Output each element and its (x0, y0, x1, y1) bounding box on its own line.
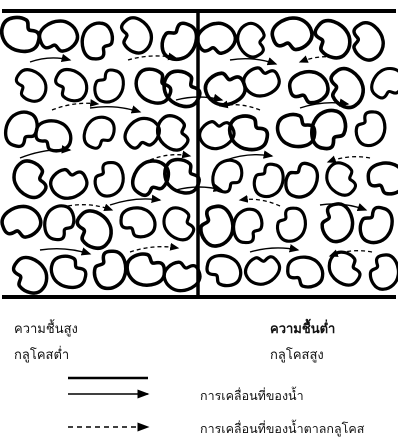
cell-shape (241, 248, 285, 292)
water-flow-arrow (250, 248, 298, 252)
glucose-flow-arrow (130, 247, 178, 252)
cell-shape (320, 159, 362, 200)
water-flow-arrow (40, 249, 90, 254)
legend-glucose-label: การเคลื่อนที่ของน้ำตาลกลูโคส (200, 419, 364, 439)
cell-shape (10, 66, 51, 105)
cell-shape (359, 206, 393, 244)
cell-shape (50, 255, 87, 288)
cell-shape (51, 66, 91, 104)
cell-shape (365, 159, 398, 199)
cell-shape (368, 63, 398, 104)
cell-shape (4, 110, 38, 148)
cell-shape (158, 204, 200, 244)
water-flow-arrow (110, 199, 160, 205)
cell-shape (46, 161, 92, 206)
cell-shape (35, 119, 72, 152)
cell-shape (151, 111, 196, 155)
cell-shape (231, 207, 265, 244)
water-flow-arrow (230, 59, 276, 64)
cell-shape (82, 114, 117, 152)
cell-shape (0, 16, 40, 52)
cell-shape (119, 205, 156, 239)
cell-shape (92, 160, 127, 198)
cell-shape (239, 60, 284, 103)
cell-shape (311, 110, 345, 149)
cell-shape (7, 253, 53, 298)
glucose-flow-arrow (328, 157, 370, 162)
cell-shape (113, 13, 159, 58)
legend-water-label: การเคลื่อนที่ของน้ำ (200, 386, 304, 406)
cell-shape (79, 21, 116, 61)
right-label-humidity: ความชื้นต่ำ (270, 318, 335, 339)
cell-shape (69, 206, 118, 253)
cell-shape (207, 255, 241, 285)
water-flow-arrow (30, 58, 70, 62)
cell-shape (323, 248, 366, 289)
cell-shape (267, 10, 317, 58)
cell-shape (95, 70, 124, 103)
right-label-glucose: กลูโคสสูง (270, 344, 324, 365)
cell-shape (308, 16, 357, 63)
cell-diffusion-diagram (0, 0, 398, 300)
cell-shape (7, 156, 55, 202)
glucose-flow-arrow (240, 199, 280, 206)
cell-shape (274, 206, 308, 243)
cell-shape (43, 205, 75, 241)
cell-shape (353, 110, 387, 147)
cell-shape (125, 250, 167, 289)
cell-shape (91, 249, 130, 291)
cell-shape (284, 161, 319, 200)
cell-shape (0, 199, 46, 246)
water-flow-arrow (90, 107, 140, 112)
glucose-flow-arrow (52, 103, 98, 110)
cell-shape (35, 14, 83, 60)
cell-shape (286, 255, 324, 290)
cell-shape (254, 164, 283, 197)
left-label-humidity: ความชื้นสูง (14, 318, 78, 339)
cell-shape (365, 252, 398, 293)
cell-shape (231, 19, 274, 62)
left-label-glucose: กลูโคสต่ำ (14, 344, 69, 365)
